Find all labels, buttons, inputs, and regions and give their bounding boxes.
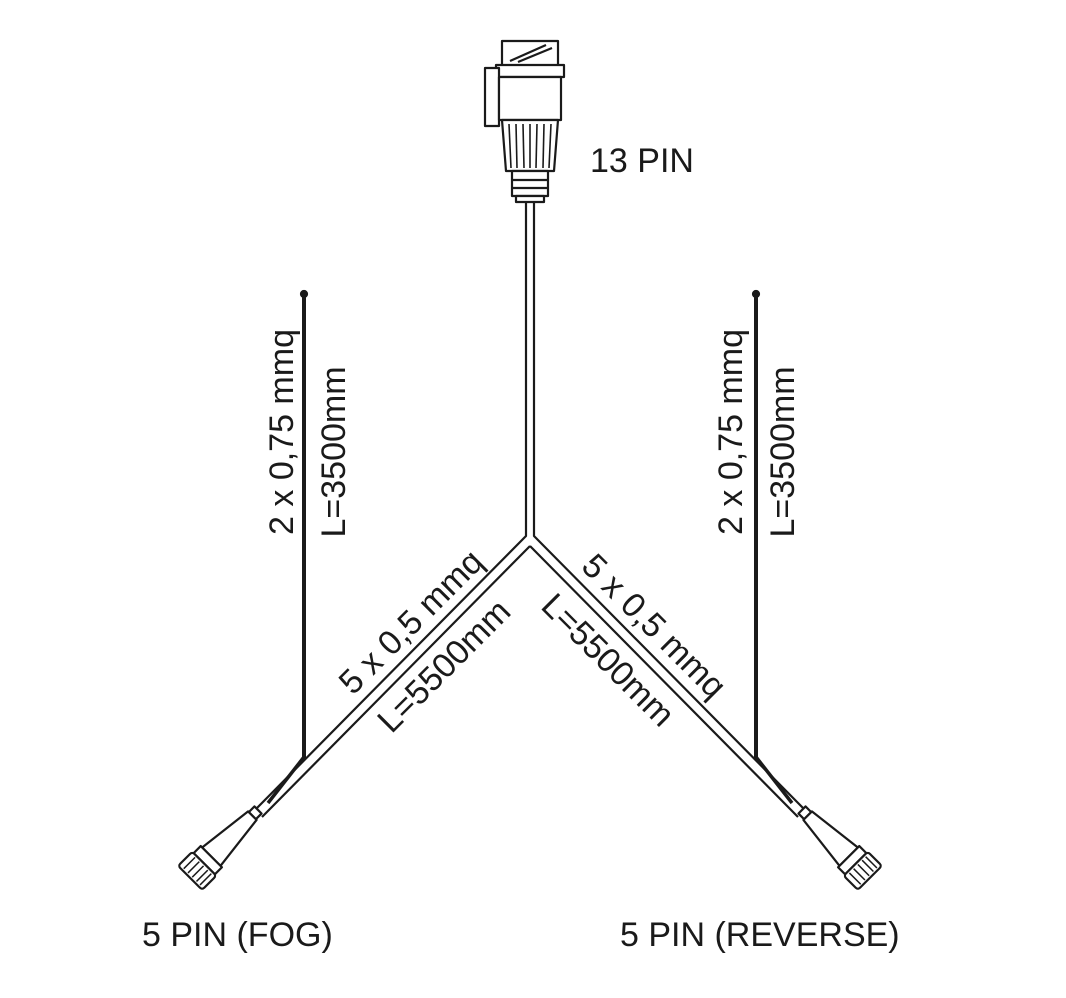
13-pin-label: 13 PIN [590,142,694,180]
5-pin-reverse-connector [797,805,882,890]
5-pin-fog-label: 5 PIN (FOG) [142,916,333,954]
5-pin-fog-connector [178,805,263,890]
left-side-wire [266,289,309,805]
right-side-wire-spec: 2 x 0,75 mmq [712,329,750,535]
right-side-wire [751,289,794,805]
left-side-wire-length: L=3500mm [315,366,353,537]
13-pin-connector [483,39,566,204]
main-cable [254,202,806,818]
5-pin-reverse-label: 5 PIN (REVERSE) [620,916,900,954]
right-side-wire-length: L=3500mm [764,366,802,537]
left-side-wire-spec: 2 x 0,75 mmq [263,329,301,535]
